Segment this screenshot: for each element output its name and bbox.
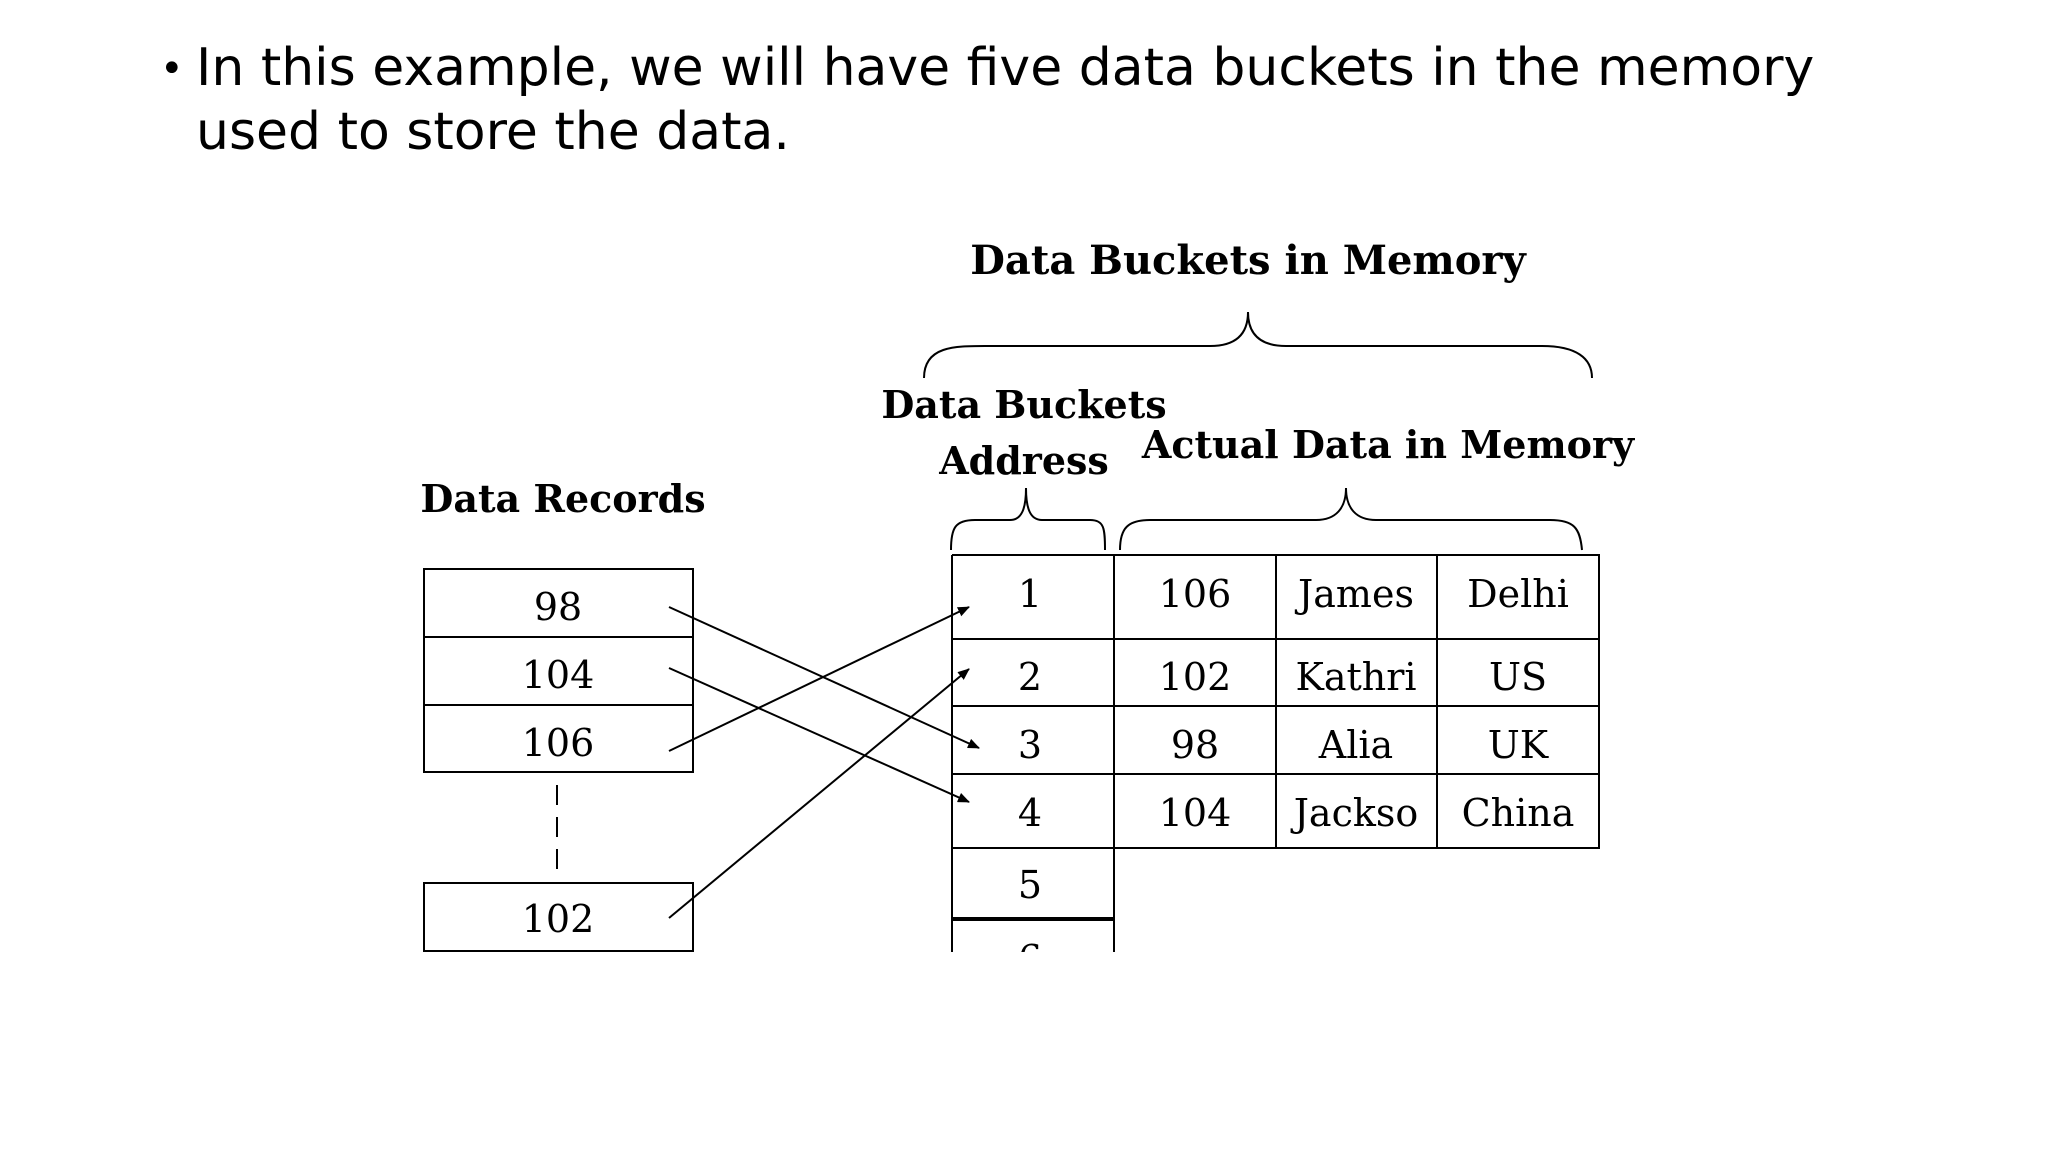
memory-brace bbox=[923, 311, 1593, 379]
arrow-102-to-bucket-2 bbox=[668, 668, 970, 919]
record-98: 98 bbox=[534, 585, 582, 629]
bullet-text: In this example, we will have five data … bbox=[196, 38, 1815, 162]
bucket-address-5: 5 bbox=[1018, 863, 1042, 907]
bucket-address-label-line1: Data Buckets bbox=[881, 382, 1166, 427]
memory-title: Data Buckets in Memory bbox=[970, 237, 1527, 284]
bucket-4-name: Jackso bbox=[1290, 791, 1419, 835]
bucket-1-location: Delhi bbox=[1467, 572, 1569, 616]
records-label: Data Records bbox=[420, 476, 705, 521]
bucket-address-brace bbox=[950, 487, 1106, 551]
bucket-address-3: 3 bbox=[1018, 723, 1042, 767]
bullet-marker: • bbox=[160, 46, 184, 92]
bucket-4-location: China bbox=[1462, 791, 1575, 835]
bucket-3-name: Alia bbox=[1318, 723, 1393, 767]
bucket-2-name: Kathri bbox=[1295, 655, 1416, 699]
actual-data-label: Actual Data in Memory bbox=[1141, 422, 1635, 467]
arrow-106-to-bucket-1 bbox=[668, 606, 970, 752]
record-104: 104 bbox=[522, 653, 595, 697]
record-box-102 bbox=[423, 882, 694, 952]
bucket-1-key: 106 bbox=[1159, 572, 1232, 616]
bucket-3-location: UK bbox=[1488, 723, 1549, 767]
record-106: 106 bbox=[522, 721, 595, 765]
bucket-address-6-partial: 6 bbox=[1018, 937, 1042, 981]
bucket-2-location: US bbox=[1489, 655, 1547, 699]
bucket-3-key: 98 bbox=[1171, 723, 1219, 767]
record-102: 102 bbox=[522, 897, 595, 941]
bucket-4-key: 104 bbox=[1159, 791, 1232, 835]
bucket-address-4: 4 bbox=[1018, 791, 1042, 835]
records-stack bbox=[423, 568, 694, 773]
bucket-address-label-line2: Address bbox=[938, 438, 1109, 483]
bullet-point: • In this example, we will have five dat… bbox=[160, 36, 1940, 164]
bucket-1-name: James bbox=[1294, 572, 1414, 616]
bucket-address-2: 2 bbox=[1018, 655, 1042, 699]
bucket-table: 6 bbox=[951, 554, 1600, 981]
actual-data-brace bbox=[1119, 487, 1583, 551]
bucket-2-key: 102 bbox=[1159, 655, 1232, 699]
arrow-104-to-bucket-4 bbox=[668, 667, 970, 803]
bucket-address-1: 1 bbox=[1018, 572, 1042, 616]
